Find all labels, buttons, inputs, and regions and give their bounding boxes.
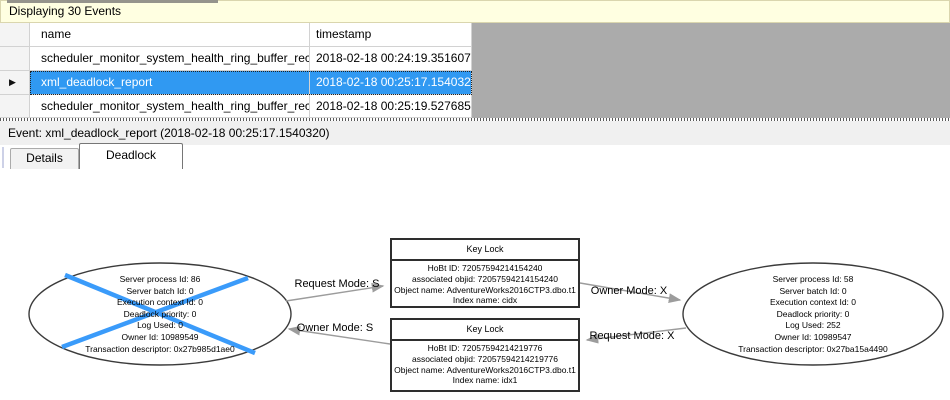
event-name-cell: scheduler_monitor_system_health_ring_buf… <box>30 47 310 71</box>
edge-owner-s <box>287 325 391 345</box>
event-name-cell: xml_deadlock_report <box>30 71 310 95</box>
row-selector[interactable] <box>0 95 30 118</box>
selected-row-arrow-icon: ▶ <box>9 77 16 87</box>
splitter-handle[interactable] <box>0 118 950 121</box>
events-count-bar: Displaying 30 Events <box>0 0 950 23</box>
edge-label-request-s: Request Mode: S <box>294 278 380 290</box>
event-title-bar: Event: xml_deadlock_report (2018-02-18 0… <box>0 121 950 145</box>
process-survivor-details: Server process Id: 58 Server batch Id: 0… <box>738 274 888 354</box>
tab-details[interactable]: Details <box>10 148 79 169</box>
event-timestamp-cell: 2018-02-18 00:25:19.5276859 <box>310 95 472 118</box>
resource-node-key-lock-top[interactable]: Key Lock HoBt ID: 72057594214154240 asso… <box>390 238 580 308</box>
row-selector-header[interactable] <box>0 23 30 47</box>
process-victim-details: Server process Id: 86 Server batch Id: 0… <box>85 274 235 354</box>
grid-header-row: name timestamp <box>0 23 472 47</box>
events-grid: name timestamp scheduler_monitor_system_… <box>0 23 950 118</box>
toolbar-edge-fragment <box>7 0 218 3</box>
edge-label-request-x: Request Mode: X <box>589 330 675 342</box>
process-node-survivor[interactable] <box>682 262 944 366</box>
event-row-selected[interactable]: ▶ xml_deadlock_report 2018-02-18 00:25:1… <box>0 71 472 95</box>
lock-details: HoBt ID: 72057594214154240 associated ob… <box>394 263 576 306</box>
column-header-timestamp[interactable]: timestamp <box>310 23 472 47</box>
edge-label-owner-s: Owner Mode: S <box>296 322 374 334</box>
tab-deadlock[interactable]: Deadlock <box>79 143 183 169</box>
row-selector[interactable] <box>0 47 30 71</box>
lock-title: Key Lock <box>392 320 578 341</box>
deadlock-graph-canvas <box>28 262 944 366</box>
event-title-label: Event: xml_deadlock_report (2018-02-18 0… <box>8 126 330 140</box>
events-count-label: Displaying 30 Events <box>9 4 122 18</box>
victim-x-stroke <box>61 275 249 350</box>
event-timestamp-cell: 2018-02-18 00:24:19.3516078 <box>310 47 472 71</box>
event-row[interactable]: scheduler_monitor_system_health_ring_buf… <box>0 95 472 118</box>
event-name-cell: scheduler_monitor_system_health_ring_buf… <box>30 95 310 118</box>
column-header-name[interactable]: name <box>30 23 310 47</box>
event-timestamp-cell: 2018-02-18 00:25:17.1540320 <box>310 71 472 95</box>
row-selector[interactable]: ▶ <box>0 71 30 95</box>
event-row[interactable]: scheduler_monitor_system_health_ring_buf… <box>0 47 472 71</box>
edge-request-s <box>285 282 385 302</box>
lock-details: HoBt ID: 72057594214219776 associated ob… <box>394 343 576 386</box>
edge-request-x <box>585 327 687 344</box>
resource-node-key-lock-bottom[interactable]: Key Lock HoBt ID: 72057594214219776 asso… <box>390 318 580 392</box>
edge-owner-x <box>579 282 682 303</box>
victim-x-stroke <box>64 272 256 356</box>
deadlock-graph-pane: Server process Id: 86 Server batch Id: 0… <box>0 168 950 400</box>
edge-label-owner-x: Owner Mode: X <box>590 285 668 297</box>
lock-title: Key Lock <box>392 240 578 261</box>
